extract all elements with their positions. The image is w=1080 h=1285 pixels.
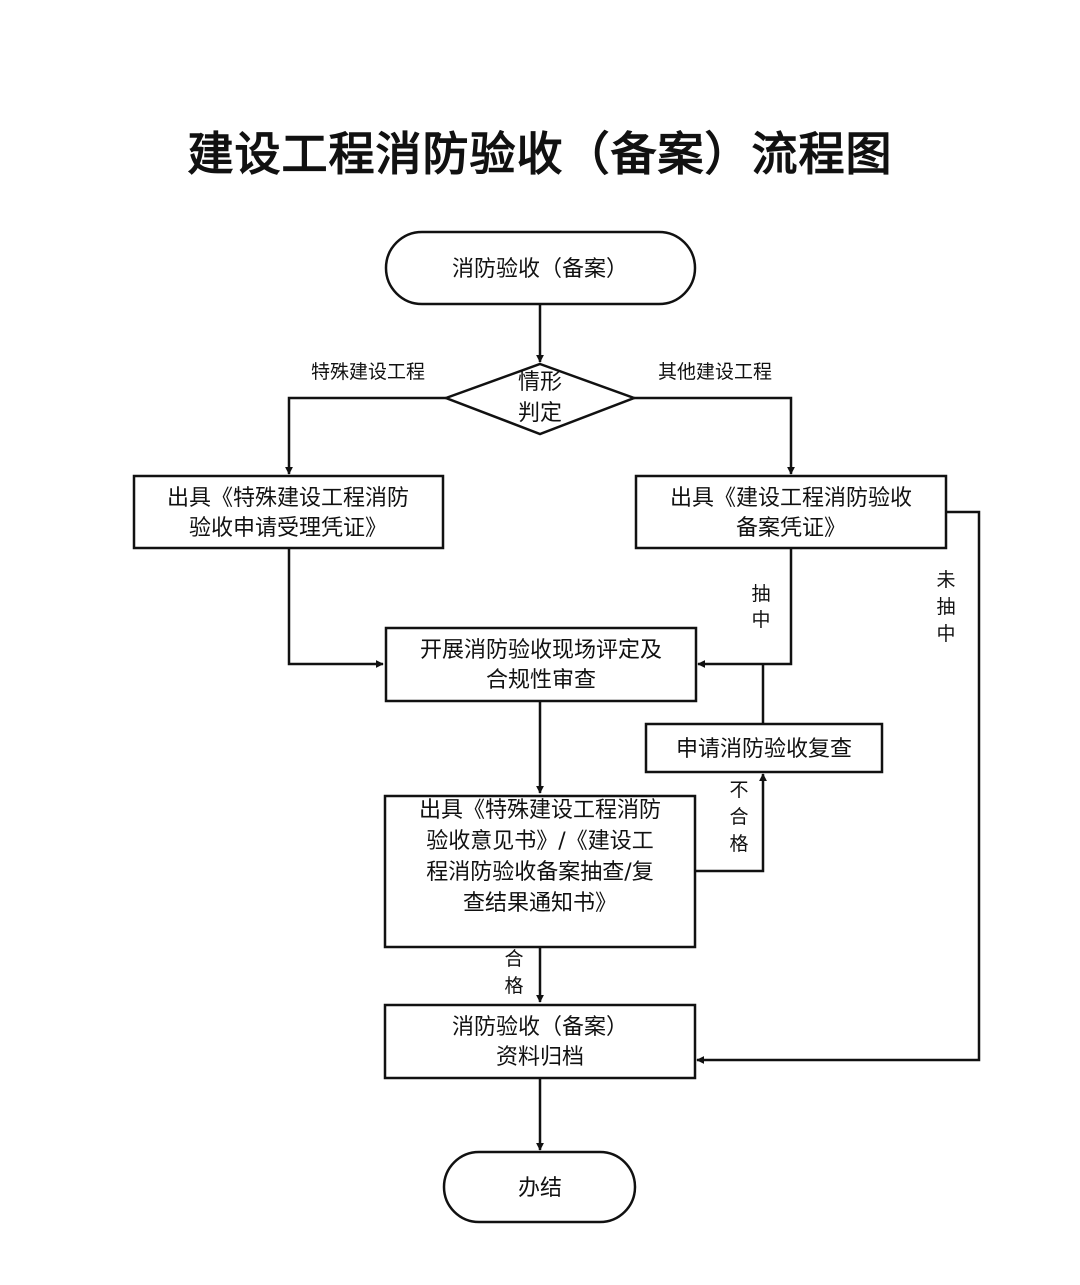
special-cert-box: 出具《特殊建设工程消防 验收申请受理凭证》 bbox=[132, 474, 445, 550]
edge-label-other: 其他建设工程 bbox=[658, 361, 772, 383]
filing-cert-shape bbox=[634, 474, 948, 550]
edge-decision-to-special bbox=[285, 396, 446, 475]
edge-filing-to-archive bbox=[696, 510, 981, 1064]
edge-label-selected-1: 抽 bbox=[751, 583, 770, 605]
edge-label-failed-3: 格 bbox=[729, 833, 748, 855]
decision-diamond: 情形 判定 bbox=[442, 362, 638, 436]
edge-filing-to-review bbox=[697, 548, 793, 668]
special-cert-shape bbox=[132, 474, 445, 550]
archive-box: 消防验收（备案） 资料归档 bbox=[383, 1003, 697, 1080]
filing-cert-line-2: 备案凭证》 bbox=[736, 516, 846, 541]
start-shape bbox=[384, 230, 697, 306]
opinion-line-3: 程消防验收备案抽查/复 bbox=[426, 860, 653, 885]
opinion-line-2: 验收意见书》/《建设工 bbox=[426, 829, 653, 854]
edge-labels: 特殊建设工程 其他建设工程 抽 中 未 抽 中 不 合 格 合 格 bbox=[311, 361, 956, 997]
onsite-review-line-2: 合规性审查 bbox=[486, 668, 596, 693]
edge-label-special: 特殊建设工程 bbox=[311, 361, 425, 383]
edge-label-failed-2: 合 bbox=[729, 806, 748, 828]
decision-label-line-1: 情形 bbox=[518, 370, 562, 395]
recheck-box: 申请消防验收复查 bbox=[644, 722, 884, 774]
archive-line-1: 消防验收（备案） bbox=[452, 1015, 628, 1040]
edge-label-passed-2: 格 bbox=[504, 975, 523, 997]
archive-line-2: 资料归档 bbox=[496, 1045, 584, 1070]
filing-cert-line-1: 出具《建设工程消防验收 bbox=[670, 486, 912, 511]
edge-label-passed-1: 合 bbox=[504, 948, 523, 970]
onsite-review-line-1: 开展消防验收现场评定及 bbox=[420, 638, 662, 663]
start-label: 消防验收（备案） bbox=[452, 257, 628, 282]
onsite-review-shape bbox=[384, 626, 698, 703]
end-label: 办结 bbox=[518, 1176, 562, 1201]
end-shape bbox=[442, 1150, 637, 1224]
filing-cert-box: 出具《建设工程消防验收 备案凭证》 bbox=[634, 474, 948, 550]
decision-shape bbox=[442, 362, 638, 436]
special-cert-line-2: 验收申请受理凭证》 bbox=[189, 516, 387, 541]
opinion-box: 出具《特殊建设工程消防 验收意见书》/《建设工 程消防验收备案抽查/复 查结果通… bbox=[383, 794, 697, 949]
opinion-shape bbox=[383, 794, 697, 949]
special-cert-line-1: 出具《特殊建设工程消防 bbox=[167, 486, 409, 511]
archive-shape bbox=[383, 1003, 697, 1080]
page-title: 建设工程消防验收（备案）流程图 bbox=[187, 127, 893, 181]
edge-opinion-to-recheck bbox=[696, 773, 767, 873]
recheck-label: 申请消防验收复查 bbox=[676, 737, 852, 762]
edge-label-not-selected-1: 未 bbox=[936, 569, 955, 591]
opinion-line-4: 查结果通知书》 bbox=[463, 891, 617, 916]
recheck-shape bbox=[644, 722, 884, 774]
start-terminator: 消防验收（备案） bbox=[384, 230, 697, 306]
onsite-review-box: 开展消防验收现场评定及 合规性审查 bbox=[384, 626, 698, 703]
edge-special-to-review bbox=[287, 548, 384, 668]
edge-label-not-selected-3: 中 bbox=[936, 623, 955, 645]
opinion-line-1: 出具《特殊建设工程消防 bbox=[419, 798, 661, 823]
edge-label-failed-1: 不 bbox=[729, 779, 748, 801]
edge-decision-to-other bbox=[634, 396, 795, 475]
end-terminator: 办结 bbox=[442, 1150, 637, 1224]
edge-label-not-selected-2: 抽 bbox=[936, 596, 955, 618]
connectors bbox=[285, 305, 981, 1151]
edge-label-selected-2: 中 bbox=[751, 609, 770, 631]
decision-label-line-2: 判定 bbox=[518, 401, 562, 426]
